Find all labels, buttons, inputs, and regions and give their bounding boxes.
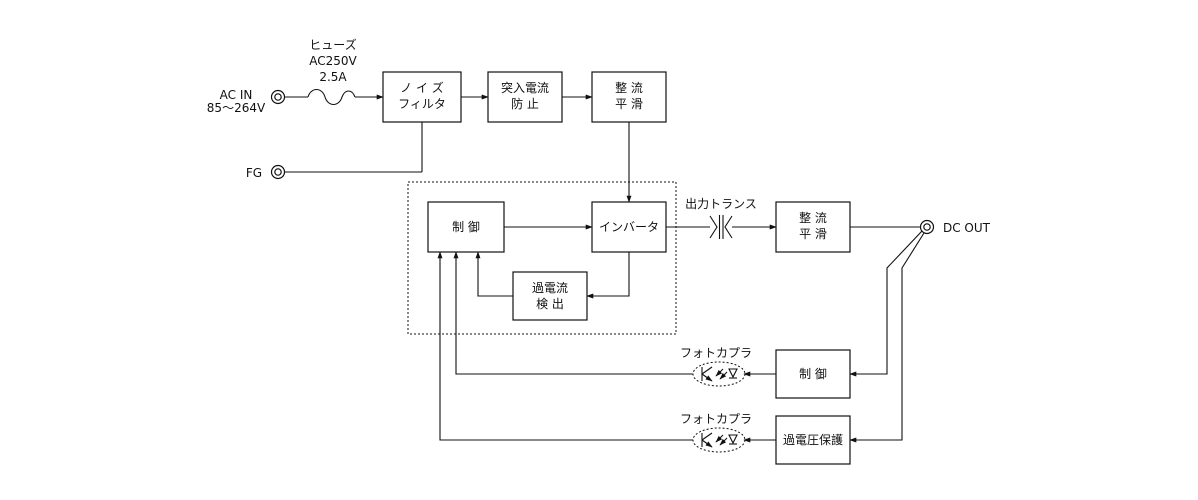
output-transformer-label: 出力トランス <box>685 197 757 211</box>
noise-filter-label-2: フィルタ <box>398 97 446 111</box>
overcurrent-label-1: 過電流 <box>532 281 568 295</box>
transformer-symbol <box>709 215 733 239</box>
feedback-control-block: 制 御 <box>775 349 851 399</box>
fg-label: FG <box>246 166 262 180</box>
fg-terminal <box>270 164 286 180</box>
overvoltage-protection-block: 過電圧保護 <box>775 415 851 465</box>
ac-in-label: AC IN <box>220 88 253 102</box>
inrush-label-2: 防 止 <box>511 96 539 111</box>
fuse-symbol <box>307 88 356 106</box>
photocoupler2-label: フォトカプラ <box>680 412 752 426</box>
noise-filter-label-1: ノ イ ズ <box>400 80 444 95</box>
photocoupler1-label: フォトカプラ <box>680 346 752 360</box>
overcurrent-label-2: 検 出 <box>536 297 564 311</box>
control-section-enclosure <box>407 181 677 335</box>
wire-overcurrent-control <box>475 251 513 297</box>
overvoltage-label: 過電圧保護 <box>783 432 843 447</box>
noise-filter-block: ノ イ ズ フィルタ <box>382 71 462 123</box>
inverter-label: インバータ <box>599 220 659 234</box>
ac-in-terminal <box>270 89 286 105</box>
main-control-block: 制 御 <box>427 201 505 253</box>
rectifier1-label-2: 平 滑 <box>615 97 643 111</box>
photocoupler2-symbol <box>692 427 746 453</box>
inrush-label-1: 突入電流 <box>501 80 549 95</box>
wire-dcout-control-fb <box>849 230 923 377</box>
inverter-block: インバータ <box>591 201 667 253</box>
wire-inverter-overcurrent <box>586 252 630 299</box>
dc-out-terminal <box>919 219 935 235</box>
overcurrent-detection-block: 過電流 検 出 <box>512 271 588 321</box>
rectifier-smoothing-block-primary: 整 流 平 滑 <box>591 71 667 123</box>
fuse-rating-voltage: AC250V <box>309 54 357 68</box>
wire-photocoupler1-control <box>453 251 693 375</box>
feedback-control-label: 制 御 <box>799 366 827 381</box>
wire-dcout-overvoltage <box>849 232 925 443</box>
dc-out-label: DC OUT <box>943 221 991 235</box>
wire-photocoupler2-control <box>437 251 693 441</box>
rectifier1-label-1: 整 流 <box>615 80 643 95</box>
rectifier-smoothing-block-secondary: 整 流 平 滑 <box>775 201 851 253</box>
fuse-label: ヒューズ <box>309 37 356 52</box>
main-control-label: 制 御 <box>452 219 480 234</box>
fuse-rating-current: 2.5A <box>319 70 347 84</box>
rectifier2-label-2: 平 滑 <box>799 227 827 241</box>
rectifier2-label-1: 整 流 <box>799 210 827 225</box>
ac-in-voltage-label: 85～264V <box>207 101 266 115</box>
photocoupler1-symbol <box>692 361 746 387</box>
inrush-prevention-block: 突入電流 防 止 <box>487 71 563 123</box>
